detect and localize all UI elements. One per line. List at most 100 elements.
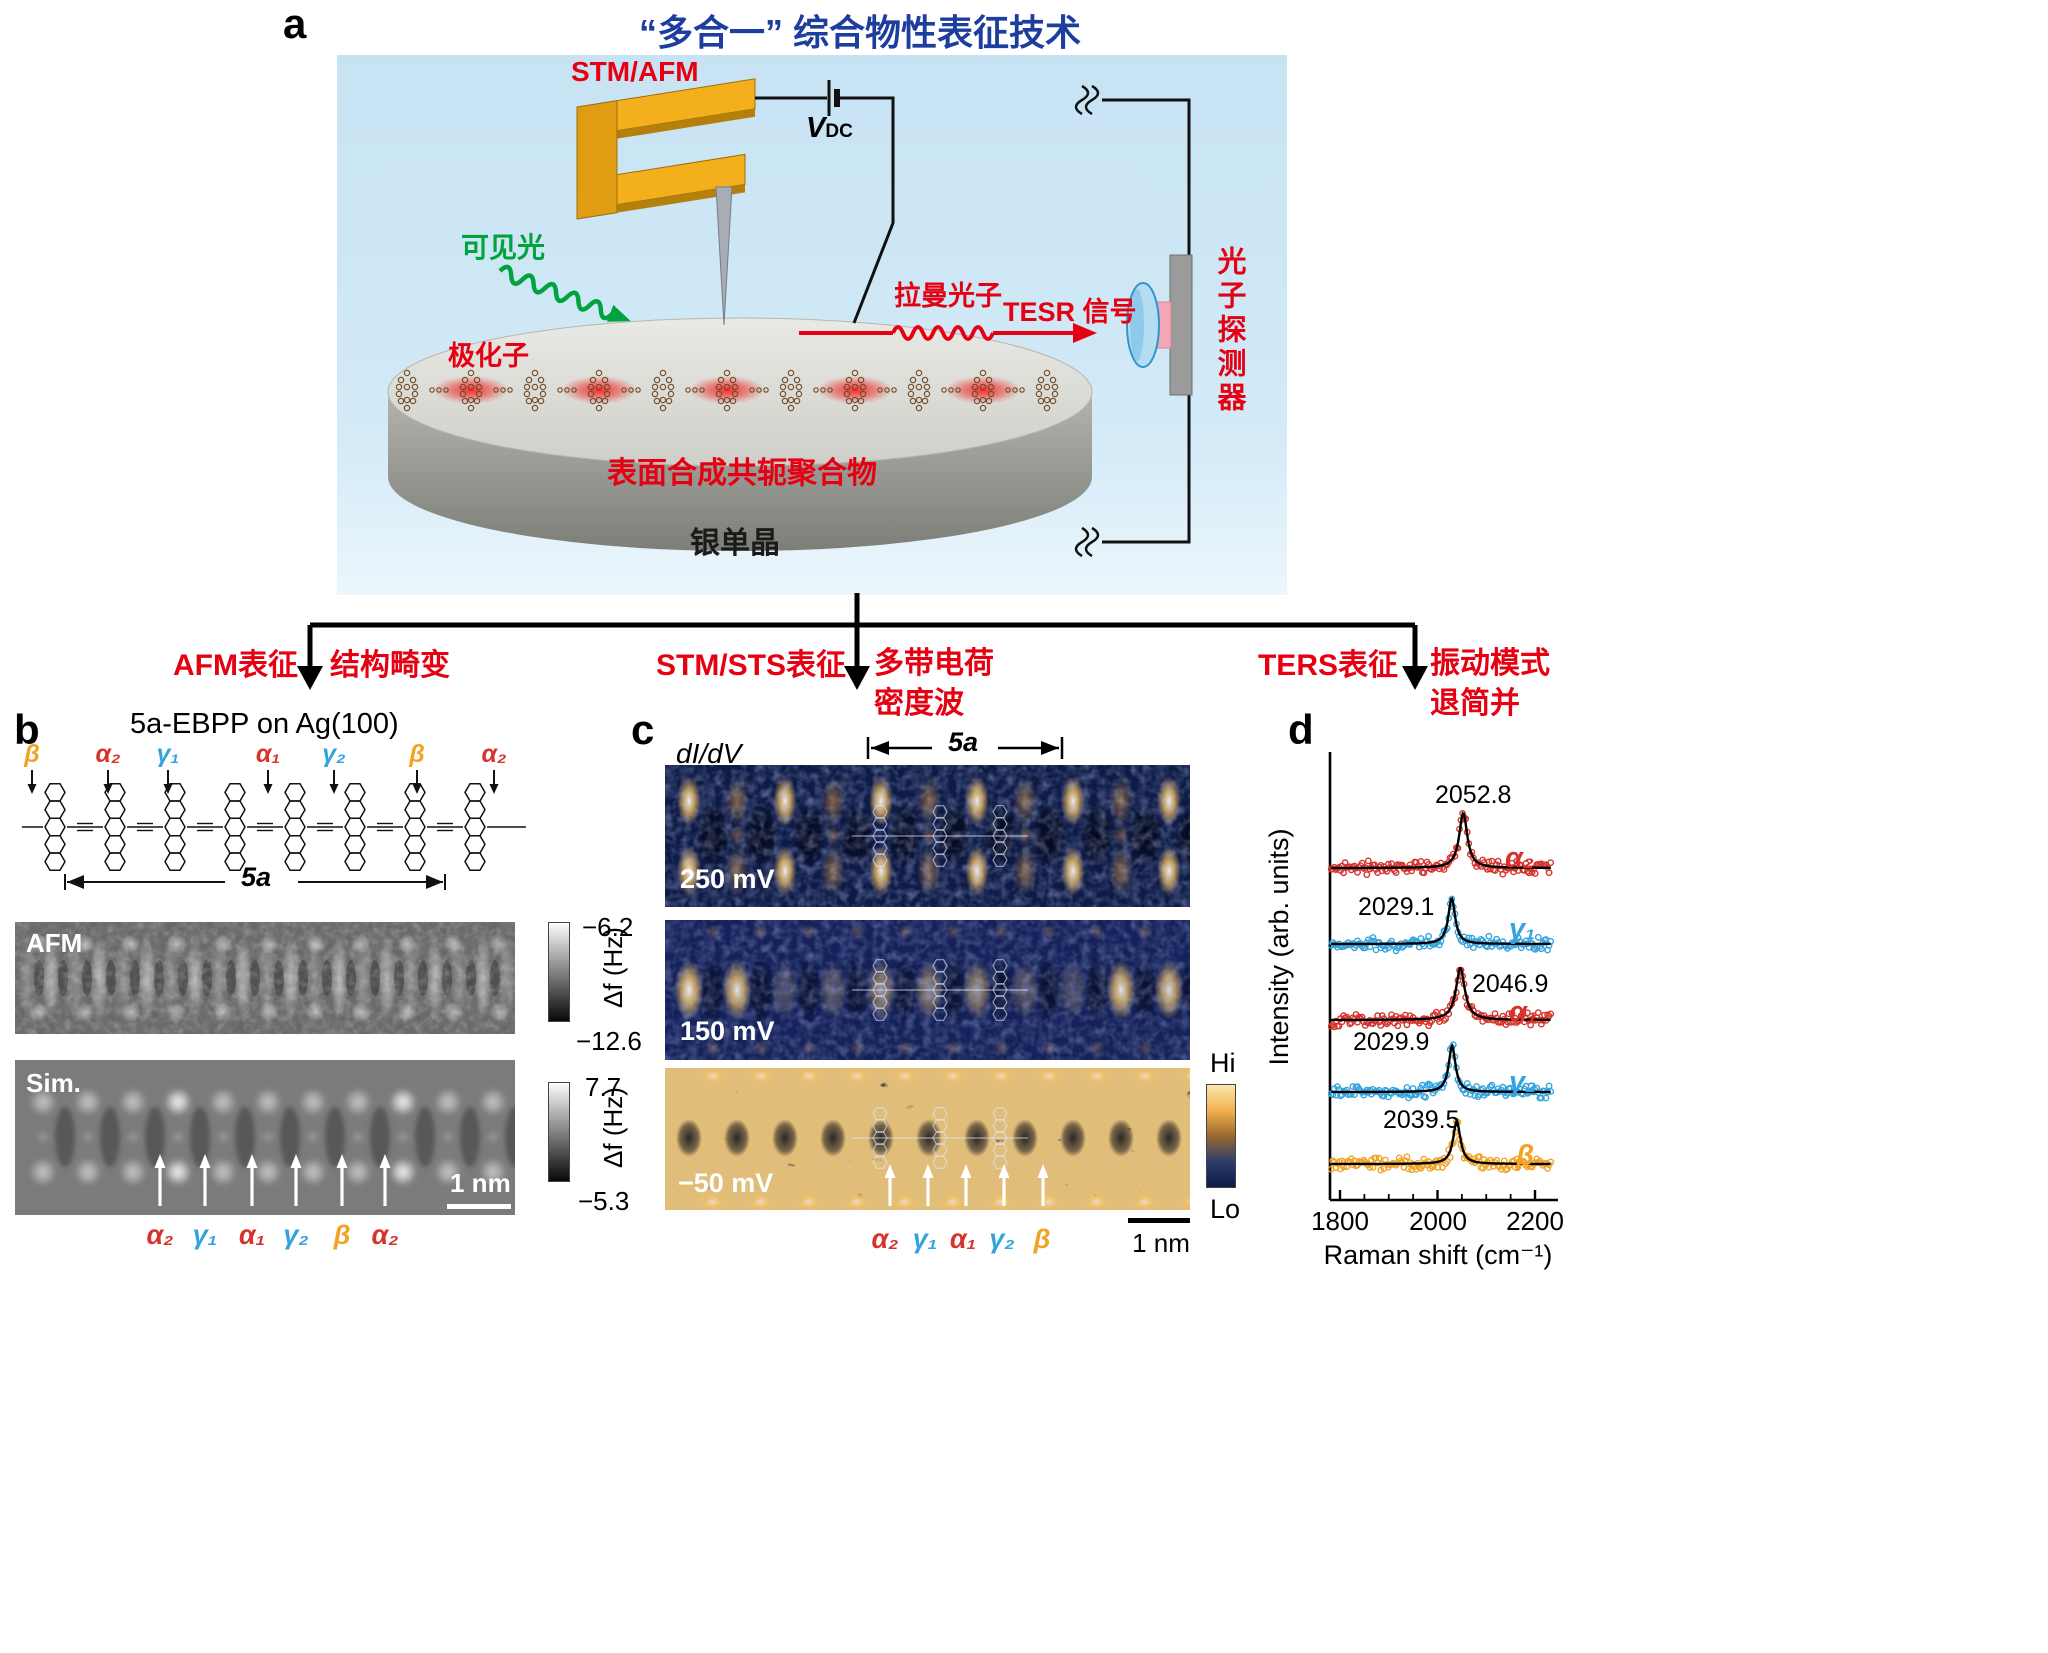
wire-break-bottom-icon [1074,526,1090,558]
branch-ters-method: TERS表征 [1257,649,1398,682]
d-xtick-1800: 1800 [1311,1206,1369,1236]
flow-arrows [297,593,1428,690]
visible-light-arrow [498,264,631,322]
c-marker-alpha1: α₁ [949,1224,977,1254]
struct-marker-alpha2-1: α₂ [95,740,121,768]
struct-marker-gamma2: γ₂ [322,740,346,768]
b-marker-alpha2-2: α₂ [371,1220,399,1250]
branch-stm-result-line2: 密度波 [874,687,964,720]
branch-stm-method: STM/STS表征 [655,649,846,682]
map-colorbar-hi: Hi [1210,1048,1236,1078]
panel-d-letter: d [1288,706,1314,753]
photon-detector-bar [1169,254,1193,396]
probe-tip [715,186,733,326]
didv-label: dI/dV [676,738,742,769]
d-xtick-2200: 2200 [1506,1206,1564,1236]
d-xlabel: Raman shift (cm⁻¹) [1323,1240,1553,1270]
mode-label-beta: β [1516,1140,1534,1172]
c-marker-alpha2: α₂ [871,1224,899,1254]
peak-label-beta: 2039.5 [1383,1106,1460,1134]
figure-title: “多合一” 综合物性表征技术 [638,12,1081,53]
visible-light-label: 可见光 [461,232,546,263]
afm-image-label: AFM [26,928,83,958]
branch-stm-result-line1: 多带电荷 [874,647,994,680]
vdc-label: VDC [806,112,853,145]
struct-marker-gamma1: γ₁ [156,740,180,768]
bias-label-150: 150 mV [680,1016,775,1046]
span-5a-label-b: 5a [240,862,272,892]
d-xtick-2000: 2000 [1409,1206,1467,1236]
d-ylabel: Intensity (arb. units) [1264,828,1294,1066]
panel-b-letter: b [14,706,40,753]
panel-a-schematic [337,55,1287,595]
tesr-signal-label: TESR 信号 [1003,297,1137,327]
didv-map-minus50mv [665,1068,1190,1210]
branch-stm-result: 多带电荷 密度波 [874,644,994,724]
peak-label-alpha2: 2052.8 [1435,781,1512,809]
mode-label-alpha2: α₂ [1505,842,1535,874]
scalebar-b-label: 1 nm [450,1168,511,1198]
simulated-afm-image [15,1060,515,1215]
struct-marker-alpha1: α₁ [255,740,281,768]
silver-crystal-label: 银单晶 [690,527,780,560]
peak-label-alpha1: 2046.9 [1472,970,1549,998]
afm-image [15,922,515,1034]
afm-colorbar-unit: Δf (Hz) [598,927,628,1008]
panel-b-title: 5a-EBPP on Ag(100) [130,708,399,740]
map-colorbar-lo: Lo [1210,1194,1241,1224]
wire-break-bottom-icon [1084,526,1100,558]
chemical-structure [22,770,526,890]
b-marker-alpha2-1: α₂ [146,1220,174,1250]
wire-break-top-icon [1084,84,1100,116]
vdc-symbol: V [806,112,826,144]
scalebar-c [1128,1218,1190,1223]
polymer-label: 表面合成共轭聚合物 [607,457,877,490]
didv-map-250mv [665,765,1190,907]
sim-colorbar-unit: Δf (Hz) [598,1087,628,1168]
stm-afm-label: STM/AFM [571,56,699,87]
map-colorbar [1206,1084,1236,1188]
afm-colorbar [548,922,570,1022]
panel-c-letter: c [631,706,655,753]
silver-crystal-side [388,392,1092,551]
bias-label-250: 250 mV [680,864,775,894]
sim-colorbar [548,1082,570,1182]
struct-marker-alpha2-2: α₂ [481,740,507,768]
raman-spectra-plot [1327,752,1558,1202]
afm-colorbar-bottom-value: −12.6 [576,1026,642,1056]
branch-ters-result-line2: 退简并 [1430,687,1520,720]
struct-marker-beta-2: β [409,740,425,768]
sim-colorbar-bottom-value: −5.3 [578,1186,630,1216]
mode-label-gamma2: γ₂ [1509,1066,1537,1098]
b-marker-beta: β [333,1220,351,1250]
mode-label-alpha1: α₁ [1509,996,1538,1028]
didv-map-150mv [665,920,1190,1060]
bias-wire [755,96,895,324]
branch-ters-result-line1: 振动模式 [1430,647,1550,680]
scalebar-b [447,1204,511,1209]
c-marker-gamma1: γ₁ [912,1224,938,1254]
c-marker-gamma2: γ₂ [989,1224,1015,1254]
photon-detector-label: 光子探测器 [1213,246,1245,416]
c-marker-beta: β [1033,1224,1051,1254]
peak-label-gamma1: 2029.1 [1358,893,1435,921]
afm-colorbar-top-value: −6.2 [582,912,634,942]
peak-label-gamma2: 2029.9 [1353,1028,1430,1056]
arrowhead-ters [1402,666,1428,690]
span-5a-arrow-c [866,737,1064,759]
sim-image-label: Sim. [26,1068,81,1098]
raman-photon-arrow [799,323,1097,343]
scalebar-c-label: 1 nm [1132,1228,1190,1258]
span-5a-label-c: 5a [947,727,979,757]
sim-colorbar-top-value: 7.7 [585,1072,622,1102]
b-marker-gamma1: γ₁ [192,1220,218,1250]
raman-photon-label: 拉曼光子 [894,281,1002,311]
b-marker-gamma2: γ₂ [283,1220,309,1250]
arrowhead-stm [844,666,870,690]
bias-label-minus50: −50 mV [678,1168,774,1198]
lens-highlight [1130,289,1144,361]
qplus-cantilever [576,78,756,220]
branch-ters-result: 振动模式 退简并 [1430,644,1550,724]
polaron-label: 极化子 [448,341,529,371]
